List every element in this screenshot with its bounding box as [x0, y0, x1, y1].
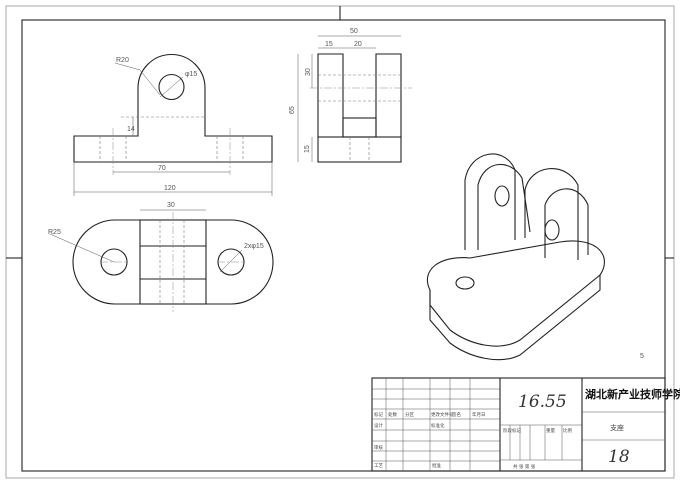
dim-slot: 20	[354, 41, 362, 48]
dim-width: 50	[350, 28, 358, 35]
drawing-number: 18	[608, 447, 630, 467]
side-view: 50 15 20 30 65 15	[289, 28, 412, 163]
label-change-doc: 更改文件号	[431, 411, 454, 418]
label-weight: 重量	[546, 427, 555, 434]
drawing-name: 支座	[610, 423, 624, 432]
label-date: 年月日	[472, 411, 486, 418]
label-sheets: 共 张 第 张	[513, 463, 536, 470]
dim-hole: φ15	[185, 71, 197, 78]
label-count: 处数	[388, 411, 397, 418]
dim-slot-depth: 30	[305, 68, 312, 76]
sheet-mark: 5	[640, 353, 644, 360]
label-stage: 阶段标记	[503, 427, 521, 434]
score: 16.55	[518, 392, 567, 412]
front-hole	[158, 73, 185, 101]
dim-base: 15	[304, 145, 311, 153]
label-signature: 签名	[452, 411, 461, 418]
label-review: 审核	[374, 444, 383, 451]
isometric-view: 5	[427, 153, 644, 361]
label-scale: 比例	[563, 427, 572, 434]
dim-wall: 15	[325, 41, 333, 48]
label-design: 设计	[374, 422, 383, 429]
dim-top-radius: R25	[48, 229, 61, 236]
label-process: 工艺	[374, 463, 383, 469]
label-approve: 批准	[432, 462, 441, 469]
front-view: R20 φ15 14 70 120	[73, 53, 273, 196]
drawing-frame	[21, 19, 666, 472]
dim-upright: 30	[167, 202, 175, 209]
label-mark: 标记	[374, 411, 383, 418]
dim-radius: R20	[116, 57, 129, 64]
dim-holes: 2xφ15	[244, 243, 264, 250]
trim-border	[5, 5, 675, 479]
label-standard: 标准化	[431, 422, 445, 429]
dim-length: 120	[164, 185, 176, 192]
dim-side-height: 65	[289, 106, 296, 114]
dim-height: 14	[127, 126, 135, 133]
dim-hole-spacing: 70	[158, 165, 166, 172]
label-zone: 分区	[405, 411, 414, 418]
top-view: 30 R25 2xφ15	[48, 202, 274, 312]
school-name: 湖北新产业技师学院	[585, 387, 680, 401]
title-block: 标记 处数 分区 更改文件号 签名 年月日 设计 标准化 审核 工艺 批准 阶段…	[371, 377, 680, 472]
